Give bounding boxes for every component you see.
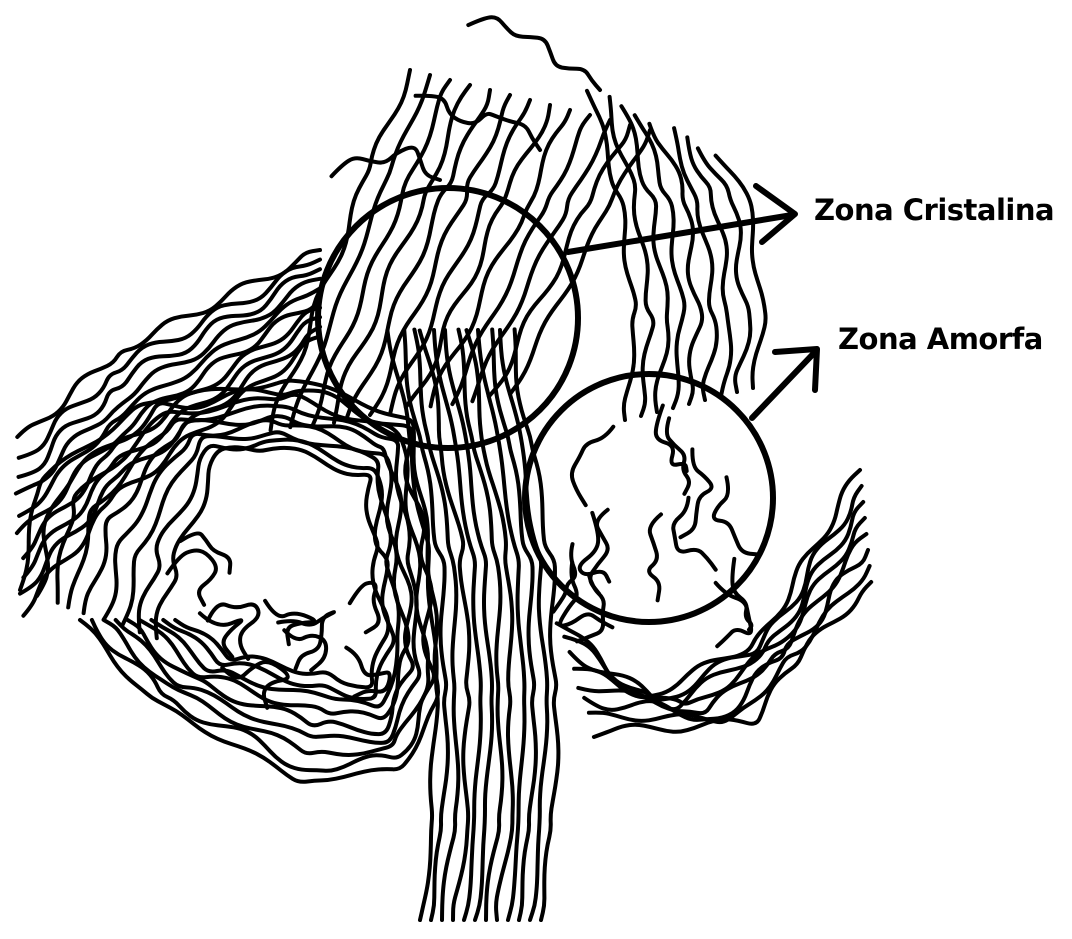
polymer-chain — [346, 648, 389, 697]
polymer-chain — [687, 137, 731, 396]
polymer-chain — [350, 583, 379, 633]
polymer-chain — [431, 110, 570, 406]
polymer-chain — [23, 336, 320, 615]
crystalline-zone-label: Zona Cristalina — [814, 193, 1054, 227]
amorphous-arrow — [752, 349, 817, 418]
polymer-chain — [208, 604, 259, 658]
polymer-chain — [656, 406, 687, 472]
polymer-chain-lines — [16, 17, 871, 920]
amorphous-zone-circle — [525, 374, 773, 622]
polymer-chain — [673, 498, 715, 570]
polymer-chain — [580, 513, 609, 582]
polymer-chain — [587, 91, 636, 420]
polymer-chain — [649, 514, 661, 600]
polymer-chain — [714, 477, 759, 554]
polymer-chain — [468, 17, 600, 90]
polymer-chain — [370, 95, 510, 415]
polymer-chain — [572, 427, 613, 506]
amorphous-zone-label: Zona Amorfa — [838, 322, 1043, 356]
